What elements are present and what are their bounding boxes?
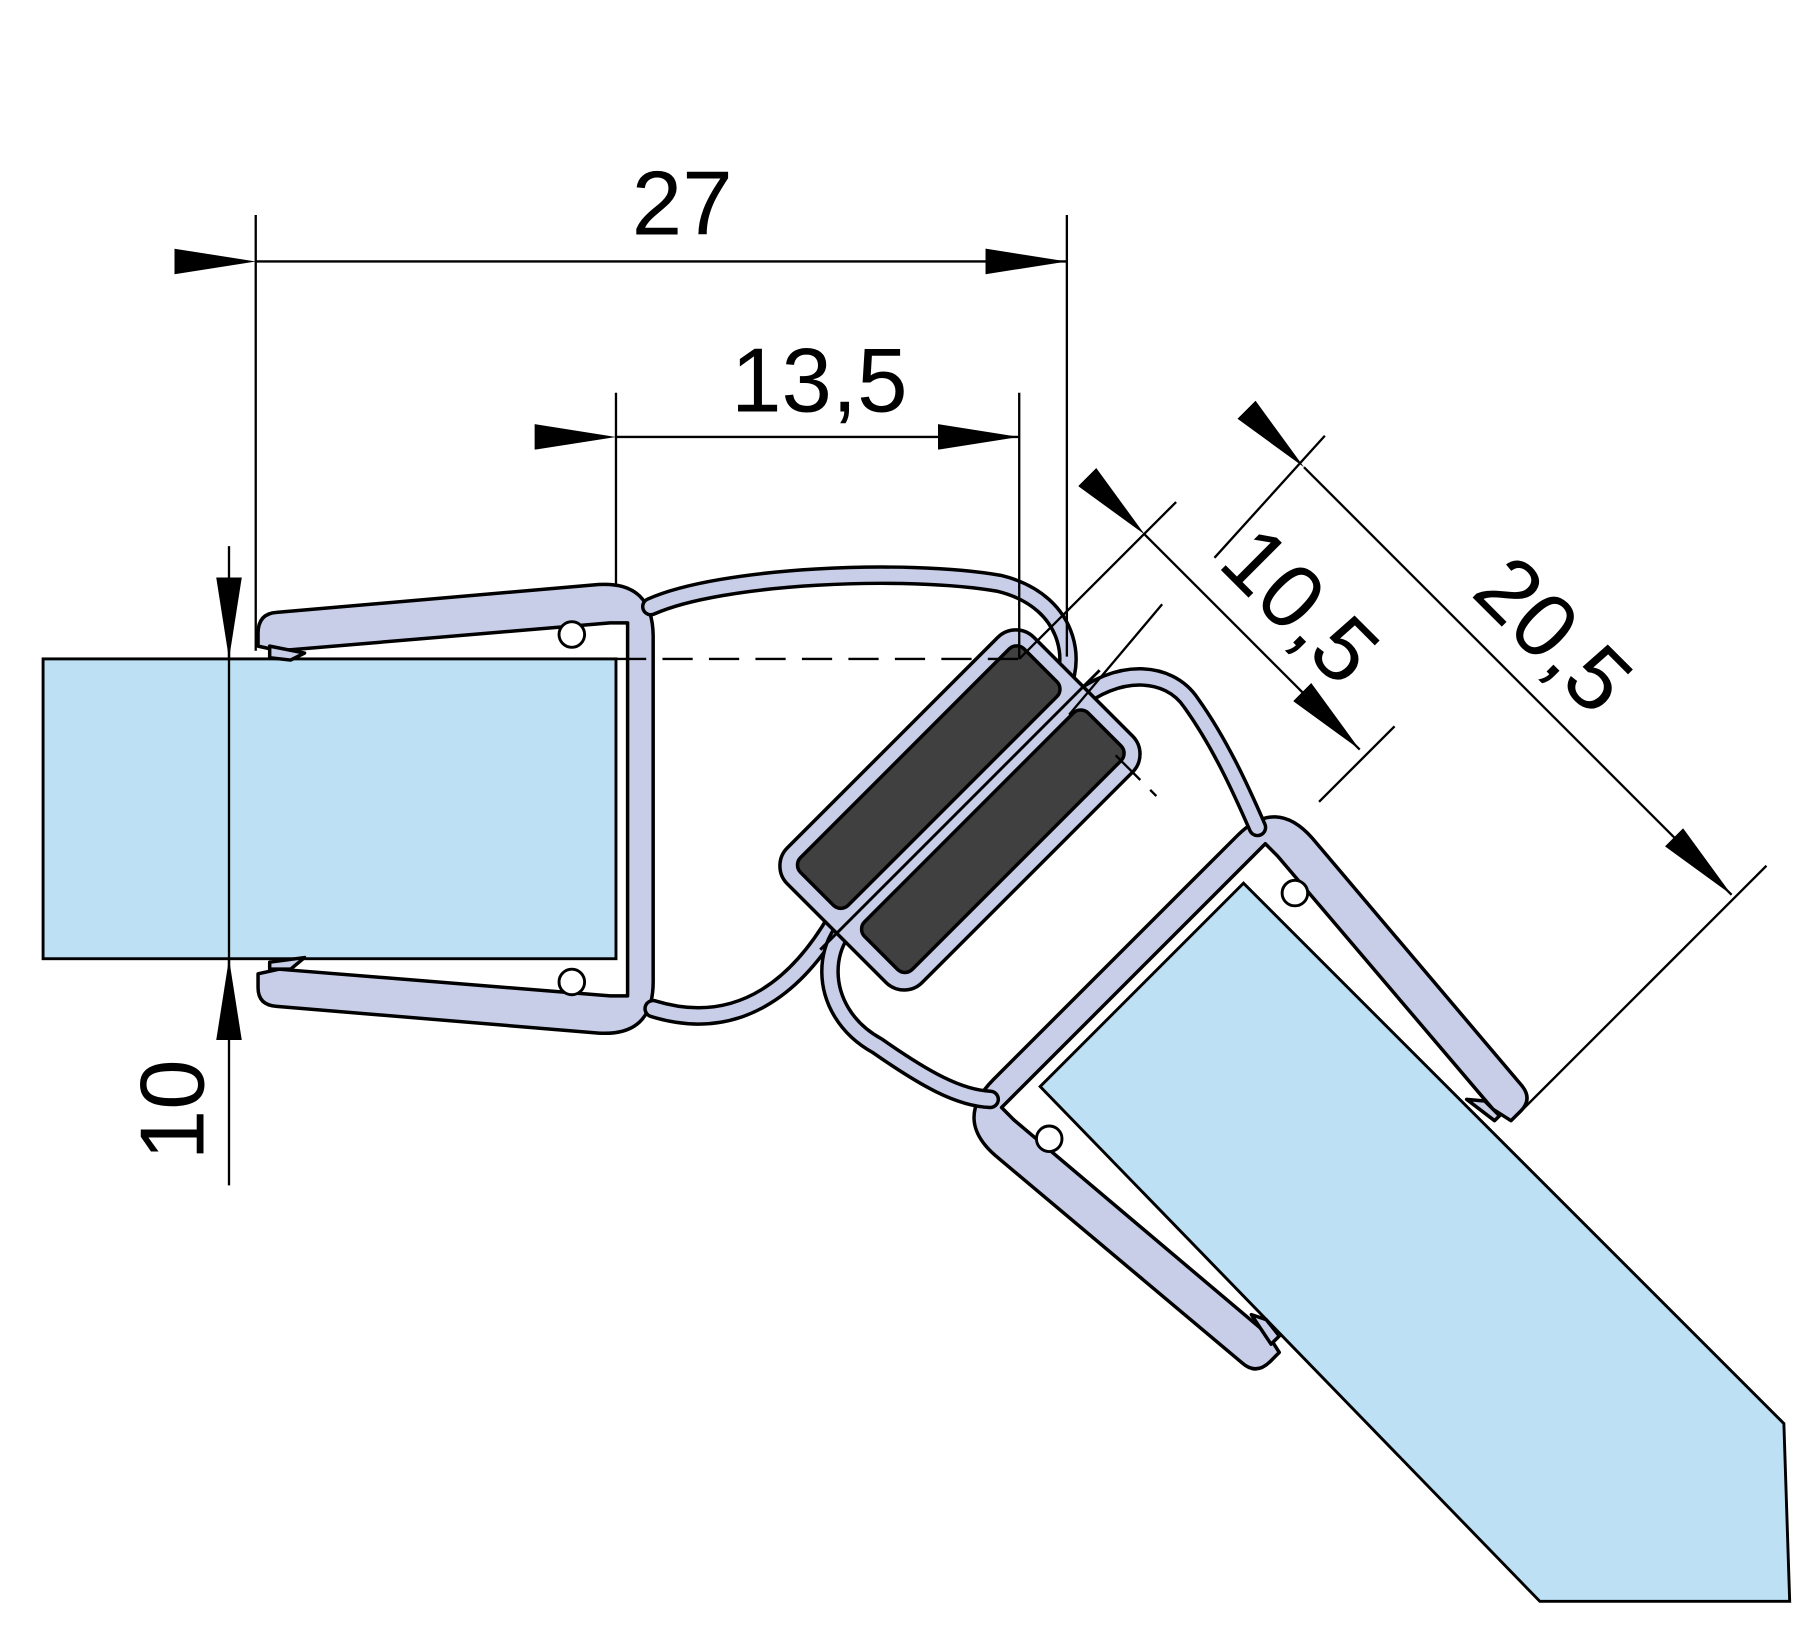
dim-magnet-offset: 10,5	[1202, 508, 1398, 704]
dim-angled-depth: 20,5	[1455, 537, 1651, 733]
left-seal-bulb	[640, 565, 1078, 1026]
right-glass-panel	[1038, 881, 1792, 1603]
magnet-assembly	[778, 628, 1142, 992]
dim-glass-thickness: 10	[122, 1059, 223, 1160]
left-glass-panel	[41, 657, 618, 961]
magnet-strip-upper	[795, 644, 1062, 911]
dim-overall-width: 27	[632, 154, 733, 255]
dimension-lines	[174, 214, 1768, 1186]
dim-offset-to-center: 13,5	[731, 330, 907, 431]
